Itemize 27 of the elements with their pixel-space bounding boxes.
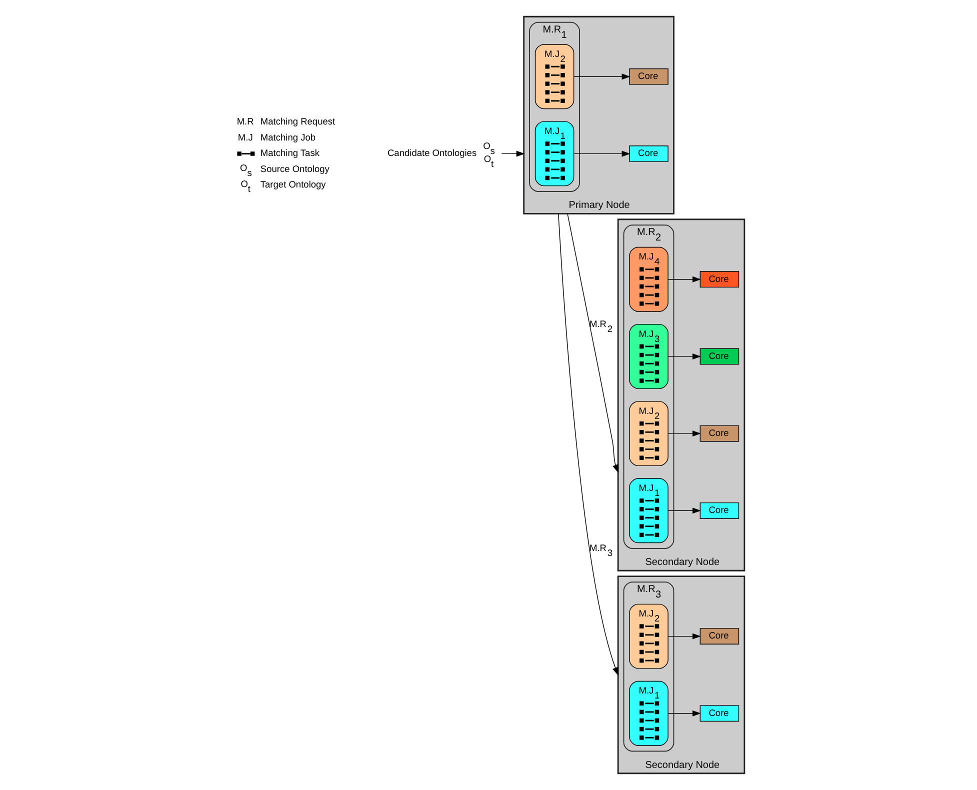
node-box: Core	[700, 425, 740, 442]
node-text: Candidate Ontologies	[387, 148, 477, 158]
node-box: Core	[700, 705, 740, 722]
arrow	[574, 150, 630, 157]
arrow	[668, 430, 702, 437]
label: Source Ontology	[260, 164, 330, 174]
arrow	[668, 710, 702, 716]
arrow	[668, 276, 702, 282]
arrow	[668, 353, 702, 360]
label: Matching Job	[260, 132, 316, 142]
node-box: Core	[629, 146, 668, 162]
legend-label: Matching Task	[260, 148, 320, 158]
label: M.J	[238, 132, 253, 142]
node-box: Core	[700, 271, 740, 288]
arrow	[668, 633, 702, 640]
node-box: Core	[700, 502, 740, 519]
arrow	[574, 74, 630, 80]
label: Target Ontology	[260, 180, 326, 190]
node-box: Core	[700, 348, 740, 365]
node-box: Core	[629, 68, 668, 85]
arrow	[501, 150, 525, 157]
arrow	[567, 213, 618, 474]
label: M.R	[236, 116, 254, 127]
node-box: Core	[700, 628, 740, 644]
label: Matching Request	[260, 116, 336, 127]
arrow	[558, 213, 618, 676]
arrow	[668, 508, 702, 514]
